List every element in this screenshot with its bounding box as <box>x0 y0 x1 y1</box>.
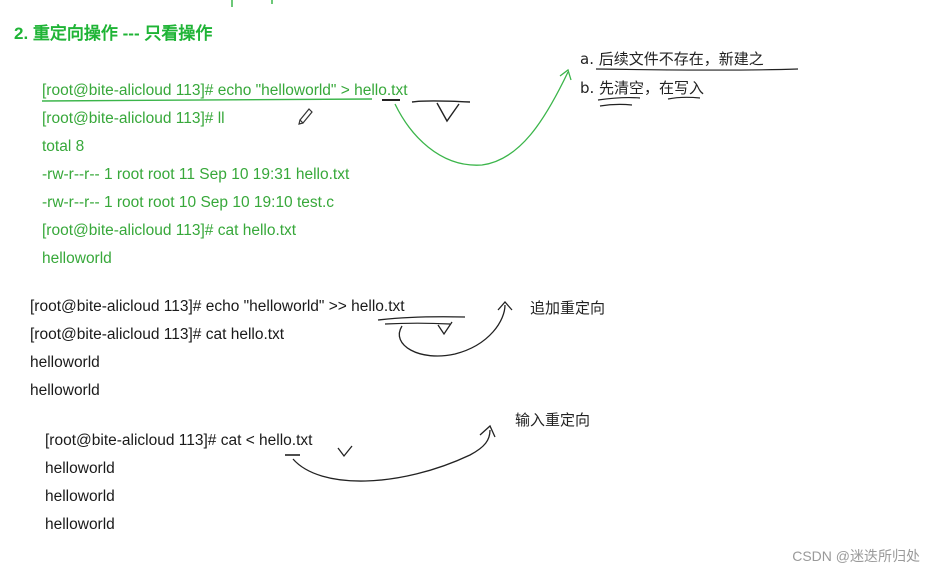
arrow-curve <box>398 304 506 357</box>
pencil-icon <box>298 108 313 125</box>
note-append: 追加重定向 <box>530 299 606 317</box>
section-title: 2. 重定向操作 --- 只看操作 <box>14 24 213 43</box>
terminal-line: [root@bite-alicloud 113]# cat hello.txt <box>30 326 285 343</box>
arrow-curve <box>394 71 569 166</box>
terminal-line: [root@bite-alicloud 113]# echo "hellowor… <box>30 298 405 315</box>
terminal-line: [root@bite-alicloud 113]# cat < hello.tx… <box>45 432 313 449</box>
underline-mark <box>411 100 471 103</box>
check-mark <box>437 321 453 336</box>
underline-mark <box>377 316 466 321</box>
arrow-head <box>479 424 496 438</box>
terminal-line: helloworld <box>30 382 100 399</box>
watermark: CSDN @迷迭所归处 <box>792 548 920 564</box>
terminal-line: [root@bite-alicloud 113]# echo "hellowor… <box>42 82 408 99</box>
terminal-line: helloworld <box>45 516 115 533</box>
arrow-head <box>497 301 513 311</box>
terminal-line: helloworld <box>45 460 115 477</box>
arrow-head <box>559 68 572 81</box>
terminal-line: total 8 <box>42 138 85 155</box>
check-mark <box>436 102 460 123</box>
underline-mark <box>384 322 451 325</box>
underline-mark <box>599 103 633 107</box>
note-b: b. 先清空，在写入 <box>580 79 705 97</box>
terminal-line: helloworld <box>45 488 115 505</box>
terminal-line: [root@bite-alicloud 113]# ll <box>42 110 225 127</box>
terminal-line: -rw-r--r-- 1 root root 10 Sep 10 19:10 t… <box>42 194 335 211</box>
terminal-line: -rw-r--r-- 1 root root 11 Sep 10 19:31 h… <box>42 166 350 183</box>
terminal-line: helloworld <box>30 354 100 371</box>
note-input: 输入重定向 <box>515 411 591 429</box>
check-mark <box>337 445 353 458</box>
terminal-line: [root@bite-alicloud 113]# cat hello.txt <box>42 222 297 239</box>
arrow-curve <box>292 429 491 482</box>
underline-mark <box>595 68 799 71</box>
terminal-line: helloworld <box>42 250 112 267</box>
note-a: a. 后续文件不存在，新建之 <box>580 50 764 68</box>
